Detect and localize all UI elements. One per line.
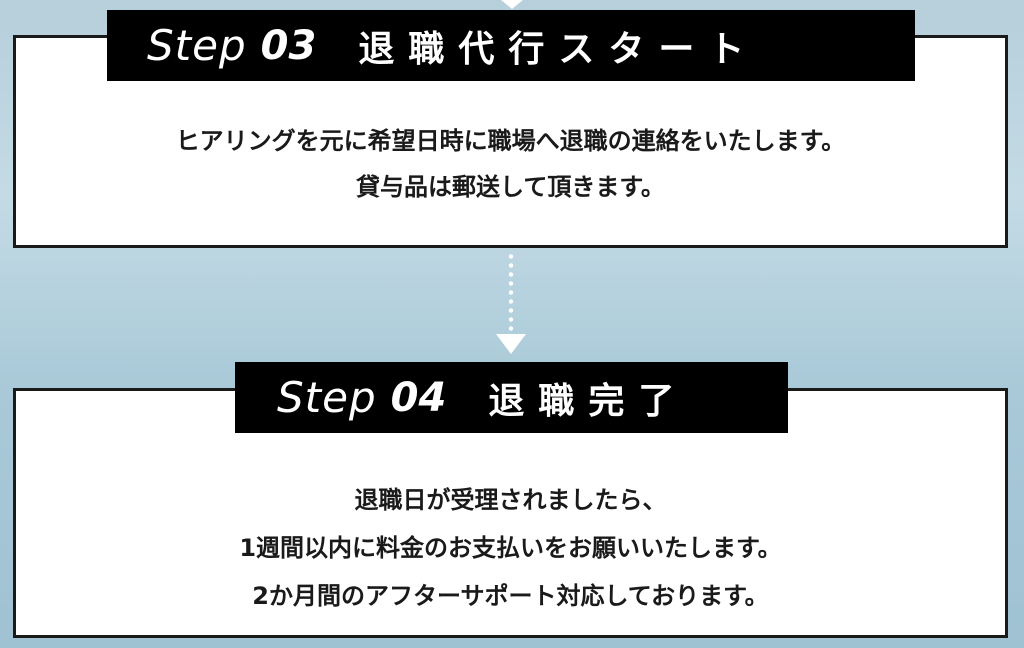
step-04-line-1: 退職日が受理されましたら、 [354,486,667,514]
step-03-line-2: 貸与品は郵送して頂きます。 [356,173,665,201]
step-03-label: Step [147,21,247,70]
step-04-title: 退職完了 [488,380,689,422]
step-04-description: 退職日が受理されましたら、 1週間以内に料金のお支払いをお願いいたします。 2か… [16,476,1005,620]
step-04-line-2: 1週間以内に料金のお支払いをお願いいたします。 [239,534,782,562]
step-03-line-1: ヒアリングを元に希望日時に職場へ退職の連絡をいたします。 [175,127,846,155]
step-04-line-3: 2か月間のアフターサポート対応しております。 [252,582,769,610]
step-03-description: ヒアリングを元に希望日時に職場へ退職の連絡をいたします。 貸与品は郵送して頂きま… [16,118,1005,210]
dotted-connector [508,252,514,334]
step-04-banner: Step 04 退職完了 [235,362,788,433]
step-03-number: 03 [260,22,317,69]
step-04-label: Step [277,373,377,422]
step-04-number: 04 [390,374,447,421]
step-03-title: 退職代行スタート [358,28,759,70]
step-03-banner: Step 03 退職代行スタート [107,10,915,81]
mid-down-arrow-icon [496,334,526,354]
top-down-arrow-icon [501,0,523,9]
